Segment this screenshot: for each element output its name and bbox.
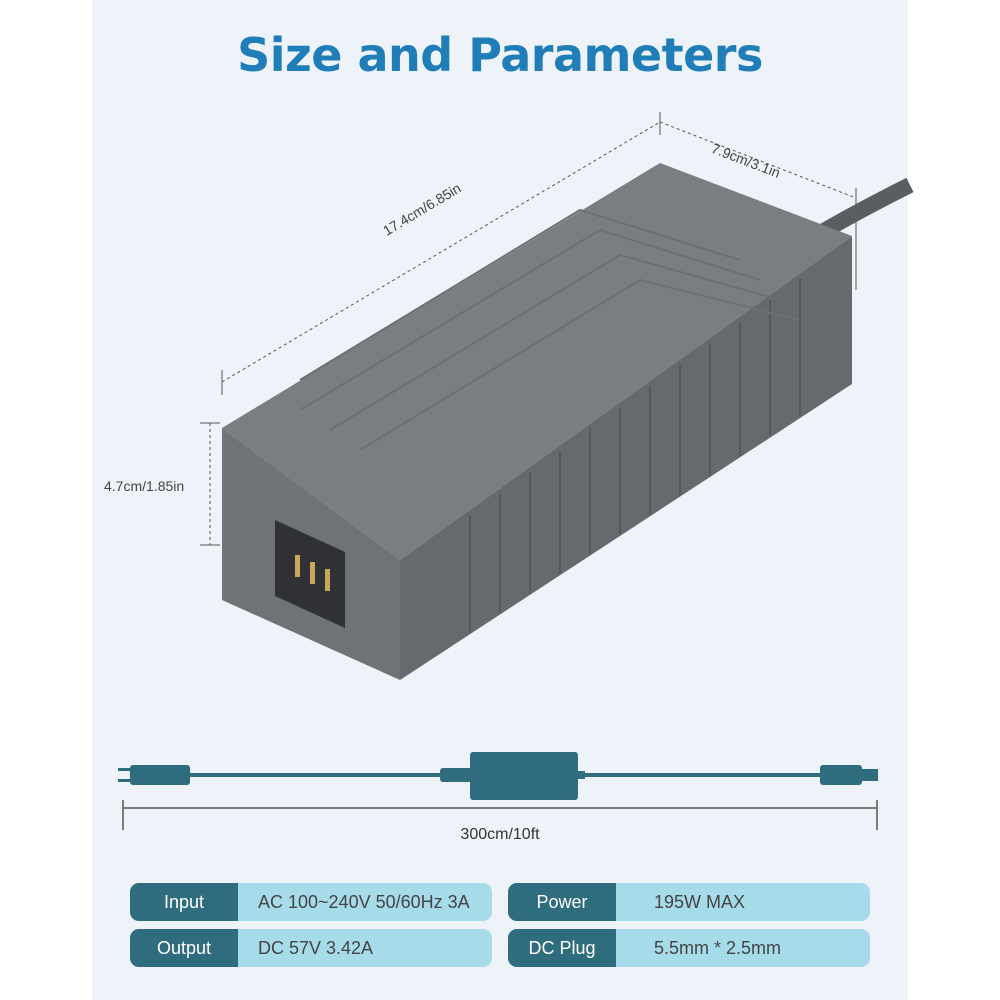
- spec-power: Power 195W MAX: [508, 883, 870, 921]
- adapter-top: [222, 163, 852, 560]
- page-title: Size and Parameters: [237, 28, 763, 82]
- cable-length-label: 300cm/10ft: [460, 826, 540, 843]
- spec-value: AC 100~240V 50/60Hz 3A: [258, 891, 470, 912]
- spec-input: Input AC 100~240V 50/60Hz 3A: [130, 883, 492, 921]
- spec-value: 5.5mm * 2.5mm: [654, 937, 782, 958]
- cable-diagram: [118, 752, 878, 800]
- height-label: 4.7cm/1.85in: [104, 478, 185, 494]
- spec-value: 195W MAX: [654, 891, 746, 912]
- spec-label: Input: [130, 883, 238, 921]
- spec-label: Power: [508, 883, 616, 921]
- spec-label: Output: [130, 929, 238, 967]
- spec-dc-plug: DC Plug 5.5mm * 2.5mm: [508, 929, 870, 967]
- dimension-lines: [209, 121, 857, 545]
- spec-output: Output DC 57V 3.42A: [130, 929, 492, 967]
- spec-label: DC Plug: [508, 929, 616, 967]
- spec-value: DC 57V 3.42A: [258, 937, 374, 958]
